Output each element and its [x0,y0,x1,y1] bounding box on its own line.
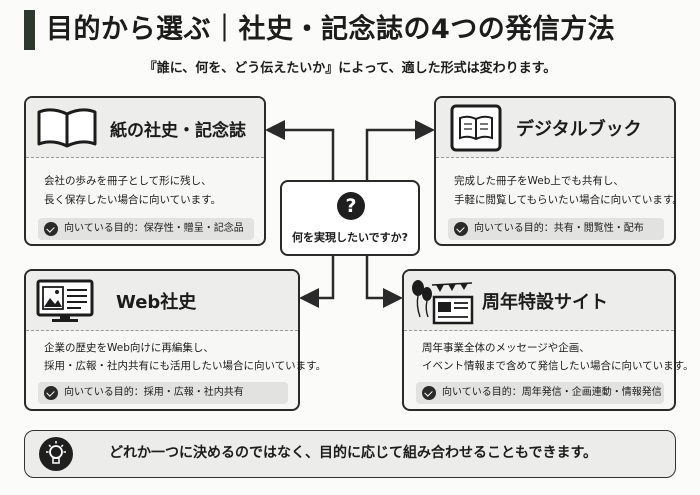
card-description-line2: 採用・広報・社内共有にも活用したい場合に向いています。 [44,360,327,372]
card-description-line1: 完成した冊子をWeb上でも共有し、 [454,175,624,187]
card-description-line2: 手軽に閲覧してもらいたい場合に向いています。 [454,194,683,206]
card-title: デジタルブック [516,119,642,140]
purpose-text: 向いている目的：保存性・贈呈・記念品 [64,223,244,234]
center-question-text: 何を実現したいですか? [291,231,409,244]
purpose-badge: 向いている目的：共有・閲覧性・配布 [448,218,664,240]
tablet-book-icon [450,104,502,152]
purpose-text: 向いている目的：周年発信・企画連動・情報発信 [442,387,662,398]
card-description-line1: 企業の歴史をWeb向けに再編集し、 [44,342,214,354]
connector-web [299,256,335,308]
card-description-line1: 会社の歩みを冊子として形に残し、 [44,175,212,187]
purpose-text: 向いている目的：共有・閲覧性・配布 [474,223,644,234]
open-book-icon [37,108,97,148]
footer-note: どれか一つに決めるのではなく、目的に応じて組み合わせることもできます。 [24,430,676,478]
card-anniversary-site: 周年特設サイト 周年事業全体のメッセージや企画、 イベント情報まで含めて発信した… [402,269,694,411]
card-title: Web社史 [116,292,197,313]
page-subtitle: 『誰に、何を、どう伝えたいか』によって、適した形式は変わります。 [143,61,557,76]
card-description-line2: 長く保存したい場合に向いています。 [44,194,222,206]
card-description-line1: 周年事業全体のメッセージや企画、 [422,342,590,354]
check-icon [454,222,468,236]
purpose-badge: 向いている目的：採用・広報・社内共有 [38,382,288,404]
purpose-badge: 向いている目的：保存性・贈呈・記念品 [38,218,254,240]
center-question-box: ? 何を実現したいですか? [280,180,420,256]
footer-note-text: どれか一つに決めるのではなく、目的に応じて組み合わせることもできます。 [109,445,598,461]
card-title: 紙の社史・記念誌 [110,121,246,141]
card-web-history: Web社史 企業の歴史をWeb向けに再編集し、 採用・広報・社内共有にも活用した… [24,269,326,411]
connector-digital [365,120,435,180]
card-digital-book: デジタルブック 完成した冊子をWeb上でも共有し、 手軽に閲覧してもらいたい場合… [434,96,683,246]
purpose-badge: 向いている目的：周年発信・企画連動・情報発信 [416,382,664,404]
lightbulb-icon [39,437,73,471]
purpose-text: 向いている目的：採用・広報・社内共有 [64,387,244,398]
title-accent-bar [24,10,35,50]
celebration-site-icon [412,280,474,325]
check-icon [44,386,58,400]
page-title: 目的から選ぶ｜社史・記念誌の4つの発信方法 [46,14,616,45]
check-icon [44,222,58,236]
card-title: 周年特設サイト [482,292,608,313]
card-paper-history: 紙の社史・記念誌 会社の歩みを冊子として形に残し、 長く保存したい場合に向いてい… [24,96,266,246]
monitor-icon [36,279,94,322]
card-description-line2: イベント情報まで含めて発信したい場合に向いています。 [422,360,694,372]
question-mark-icon: ? [337,192,365,220]
check-icon [422,386,436,400]
connector-paper [265,120,335,180]
connector-anniversary [365,256,403,308]
